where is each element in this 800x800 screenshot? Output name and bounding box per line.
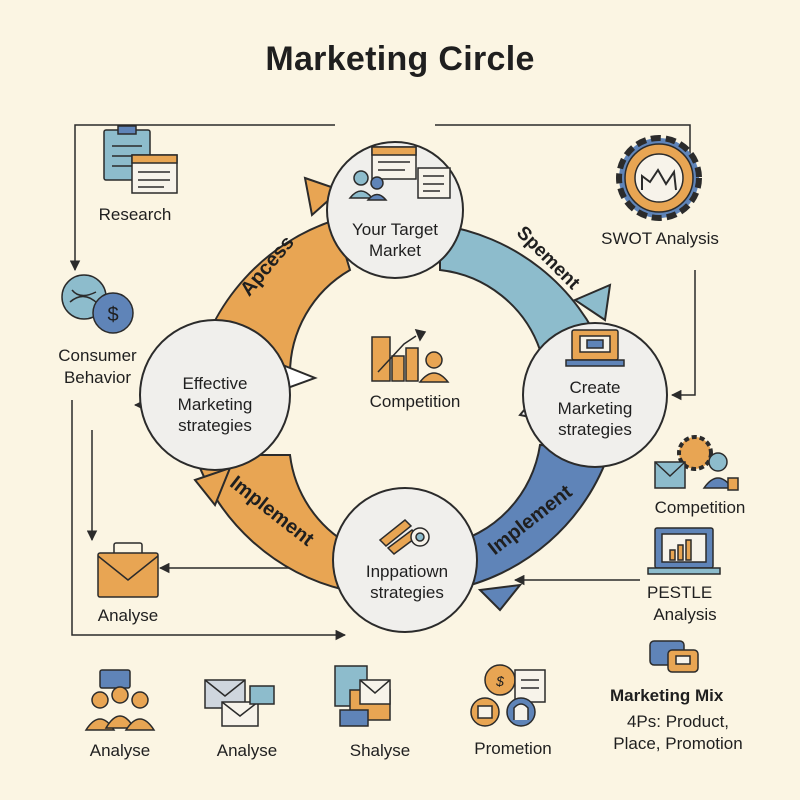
bottom-analyse-1-label: Analyse [89, 741, 151, 760]
shalyse-mail-icon [334, 665, 391, 727]
analyse-left-label: Analyse [97, 606, 159, 625]
ring-arrowhead-left [193, 466, 232, 507]
briefcase-icon [97, 542, 159, 598]
pestle-laptop-icon [647, 527, 721, 575]
node-right-circle [522, 322, 668, 468]
svg-text:$: $ [495, 673, 504, 689]
competition-right-label: Competition [654, 498, 746, 517]
node-right-line-2: Marketing [557, 399, 633, 418]
pestle-label: PESTLE Analysis [625, 582, 745, 626]
swot-gear-icon [616, 135, 702, 221]
consumer-behavior-line-2: Behavior [63, 368, 132, 387]
competition-right-icon [654, 435, 739, 491]
ring-arrowhead-bottom [477, 583, 523, 612]
node-top-line-2: Market [369, 241, 421, 260]
pestle-line-1: PESTLE [647, 583, 713, 602]
research-label: Research [98, 205, 172, 224]
node-left-line-2: Marketing [177, 395, 253, 414]
bottom-promotion-label: Prometion [474, 739, 552, 758]
node-bottom-line-2: strategies [370, 583, 444, 602]
pestle-line-2: Analysis [653, 605, 717, 624]
research-icon [103, 125, 178, 194]
marketing-mix-line-1: 4Ps: Product, [626, 712, 730, 731]
node-top-label: Your Target Market [330, 219, 460, 261]
consumer-behavior-line-1: Consumer [58, 346, 137, 365]
svg-text:$: $ [107, 304, 118, 326]
swot-label: SWOT Analysis [601, 229, 719, 248]
consumer-behavior-label: Consumer Behavior [40, 345, 155, 389]
node-right-label: Create Marketing strategies [530, 377, 660, 440]
node-top-line-1: Your Target [351, 220, 438, 239]
consumer-behavior-icon: $ [61, 274, 134, 334]
create-strategies-icon [565, 329, 625, 367]
tools-icon [378, 518, 430, 555]
center-competition-label: Competition [369, 392, 461, 411]
node-bottom-circle [332, 487, 478, 633]
bottom-shalyse-label: Shalyse [349, 741, 411, 760]
marketing-mix-body: 4Ps: Product, Place, Promotion [598, 711, 758, 755]
ring-arrowhead-right [572, 283, 612, 322]
node-right-line-1: Create [569, 378, 621, 397]
target-market-icon [348, 146, 451, 201]
node-left-line-3: strategies [178, 416, 252, 435]
node-right-line-3: strategies [558, 420, 632, 439]
page-title: Marketing Circle [265, 40, 535, 78]
promotion-icon: $ [470, 664, 546, 727]
analyse-team-icon [84, 669, 156, 731]
competition-center-icon [371, 328, 450, 383]
marketing-mix-line-2: Place, Promotion [613, 734, 743, 753]
node-left-line-1: Effective [182, 374, 248, 393]
marketing-mix-icon [649, 640, 699, 673]
node-bottom-line-1: Inppatiown [365, 562, 449, 581]
node-bottom-label: Inppatiown strategies [342, 561, 472, 603]
node-left-circle [139, 319, 291, 471]
bottom-analyse-2-label: Analyse [216, 741, 278, 760]
analyse-mail-icon [204, 679, 275, 727]
node-left-label: Effective Marketing strategies [150, 373, 280, 436]
marketing-mix-title: Marketing Mix [610, 686, 724, 705]
